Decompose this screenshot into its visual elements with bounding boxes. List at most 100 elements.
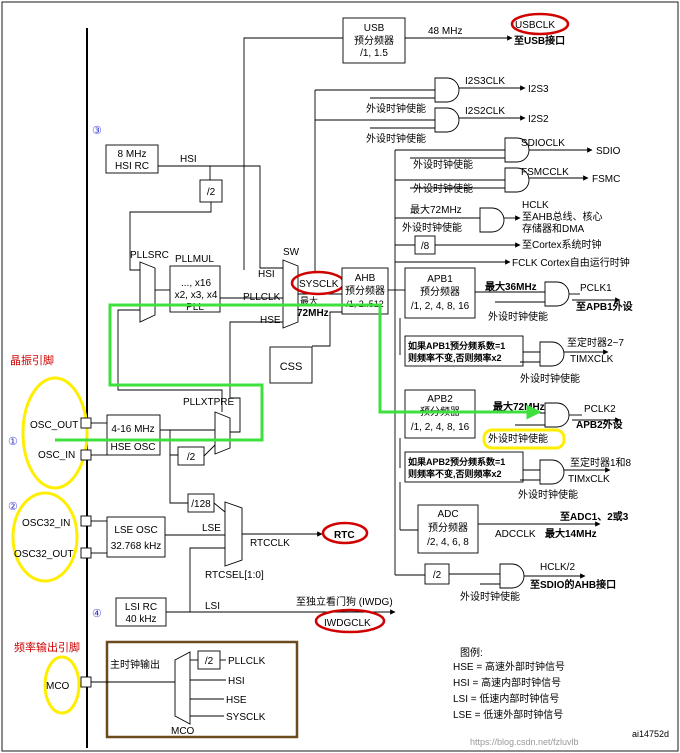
pclk2-enable-label: 外设时钟使能 xyxy=(488,432,548,445)
sdio-gate xyxy=(504,137,530,163)
usb-label: USB xyxy=(364,23,385,34)
tim27-note-1: 如果APB1预分频系数=1 xyxy=(408,340,505,351)
lsi-to-rtcsel xyxy=(189,547,225,612)
hclk-enable-label: 外设时钟使能 xyxy=(402,221,462,234)
pllmul-label: PLLMUL xyxy=(175,254,214,265)
pll-values-2: x2, x3, x4 xyxy=(175,290,218,301)
apb1-max-label: 最大36MHz xyxy=(485,280,537,293)
hclk-label: HCLK xyxy=(522,200,549,211)
lse-osc-box xyxy=(106,516,166,558)
iwdgclk-highlight xyxy=(314,608,386,634)
tim27-multiplier-box xyxy=(404,335,524,367)
hsi-line xyxy=(158,165,211,180)
osc-out-pin xyxy=(80,417,92,429)
apb1-label: APB1 xyxy=(427,274,453,285)
mco-pin xyxy=(80,676,92,688)
hse-to-div2 xyxy=(169,430,178,456)
div128-label: /128 xyxy=(191,499,211,510)
sdio-dest: SDIO xyxy=(596,146,621,157)
sw-hsi-label: HSI xyxy=(258,269,275,280)
pclk2-label: PCLK2 xyxy=(584,404,616,415)
mco-sysclk: SYSCLK xyxy=(226,712,266,723)
usb-destination: 至USB接口 xyxy=(514,34,565,47)
tim18-multiplier-box xyxy=(404,451,524,483)
tim27-gate xyxy=(539,341,565,367)
hclk-destination-1: 至AHB总线、核心 xyxy=(522,210,603,223)
mco-hsi: HSI xyxy=(228,676,245,687)
legend-hse: HSE = 高速外部时钟信号 xyxy=(453,660,565,673)
mco-pin-label: MCO xyxy=(46,681,70,692)
lsi-label: LSI xyxy=(205,601,220,612)
div2-to-pllxtpre xyxy=(203,444,216,457)
pclk1-gate xyxy=(544,281,570,307)
i2s2-gate xyxy=(434,107,460,133)
sw-label: SW xyxy=(283,247,300,258)
i2s2clk-label: I2S2CLK xyxy=(465,106,505,117)
fsmc-gate xyxy=(504,167,530,193)
tim27-enable-label: 外设时钟使能 xyxy=(520,372,580,385)
cortex-timer-label: 至Cortex系统时钟 xyxy=(522,238,601,251)
osc32-out-pin xyxy=(80,547,92,559)
fsmcclk-label: FSMCCLK xyxy=(521,167,569,178)
pllxtpre-mux xyxy=(214,411,231,455)
tim27-destination: 至定时器2~7 xyxy=(567,336,624,349)
hclk2-label: HCLK/2 xyxy=(540,562,575,573)
hse-osc-frequency: 4-16 MHz xyxy=(111,424,154,435)
apb2-destination: APB2外设 xyxy=(576,418,623,431)
div8-label: /8 xyxy=(421,241,430,252)
tim18-xclk-label: TIMxCLK xyxy=(568,474,610,485)
circle-3: ③ xyxy=(92,125,102,137)
pclk2-gate xyxy=(544,402,570,428)
mco-output-label: 主时钟输出 xyxy=(110,658,160,671)
osc-in-pin xyxy=(80,449,92,461)
pllsrc-mux xyxy=(139,261,156,323)
fsmc-enable-label: 外设时钟使能 xyxy=(413,182,473,195)
i2s3clk-label: I2S3CLK xyxy=(465,76,505,87)
freq-output-pins-label: 频率输出引脚 xyxy=(14,640,80,654)
i2s3-gate xyxy=(434,77,460,103)
mco-hse: HSE xyxy=(226,695,247,706)
hsi-div2-label: /2 xyxy=(207,187,216,198)
adc-prescaler-box xyxy=(417,504,479,554)
apb1-prescaler-values: /1, 2, 4, 8, 16 xyxy=(411,301,470,312)
sysclk-to-usb-line xyxy=(243,37,343,270)
sdioclk-label: SDIOCLK xyxy=(521,138,565,149)
usb-prescaler-title: 预分频器 xyxy=(354,34,394,47)
sysclk-label: SYSCLK xyxy=(299,279,339,290)
mco-frame xyxy=(105,640,299,739)
rtc-label: RTC xyxy=(334,530,355,541)
css-link-line xyxy=(312,311,342,347)
hse-to-sw-line xyxy=(229,321,283,433)
adcclk-label: ADCCLK xyxy=(495,529,536,540)
lsi-rc-label: LSI RC xyxy=(125,602,157,613)
watermark: https://blog.csdn.net/fzluvlb xyxy=(470,737,579,747)
apb2-label: APB2 xyxy=(427,394,453,405)
circle-1: ① xyxy=(8,436,18,448)
hclk-destination-2: 存储器和DMA xyxy=(522,222,585,235)
usbclk-label: USBCLK xyxy=(515,20,555,31)
hse-osc-label: HSE OSC xyxy=(110,442,155,453)
osc-out-label: OSC_OUT xyxy=(30,420,78,431)
osc-in-label: OSC_IN xyxy=(38,450,75,461)
pclk1-label: PCLK1 xyxy=(580,283,612,294)
fclk-label: FCLK Cortex自由运行时钟 xyxy=(512,256,630,269)
css-box xyxy=(269,346,313,384)
hsi-to-sw-line xyxy=(210,165,283,269)
i2s3-dest: I2S3 xyxy=(528,84,549,95)
hsi-label: HSI xyxy=(180,154,197,165)
hse-to-div128 xyxy=(169,455,188,504)
lsi-rc-box xyxy=(115,597,167,627)
usbclk-highlight xyxy=(510,12,570,36)
tim18-gate xyxy=(539,459,565,485)
fsmc-dest: FSMC xyxy=(592,174,620,185)
rtcsel-label: RTCSEL[1:0] xyxy=(205,570,264,581)
pclk2-enable-highlight xyxy=(482,428,566,450)
sdio-ahb-destination: 至SDIO的AHB接口 xyxy=(530,578,616,591)
pllxtpre-label: PLLXTPRE xyxy=(183,397,234,408)
hsi-rc-box xyxy=(105,144,159,174)
i2s2-dest: I2S2 xyxy=(528,114,549,125)
figure-reference: ai14752d xyxy=(632,729,669,739)
ahb-prescaler-title: 预分频器 xyxy=(345,284,385,297)
